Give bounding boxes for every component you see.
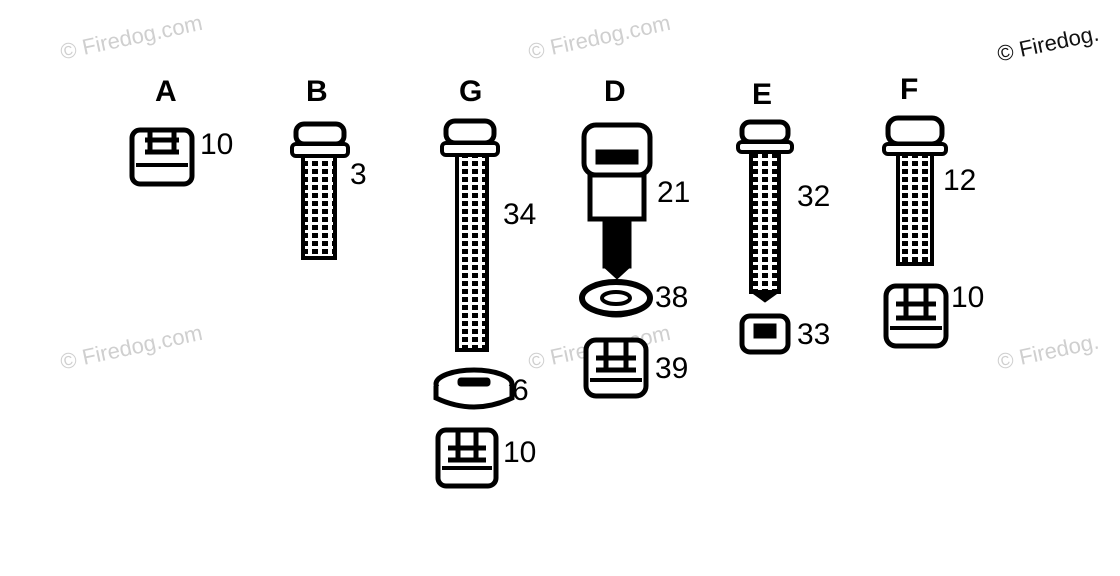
- part-number: 3: [350, 158, 367, 191]
- nut-icon: [883, 283, 949, 349]
- bolt-icon: [290, 121, 350, 260]
- part-number: 6: [512, 374, 529, 407]
- part-number: 34: [503, 198, 537, 231]
- long-bolt-icon: [440, 118, 500, 352]
- group-letter-g: G: [459, 75, 483, 108]
- part-number: 10: [951, 281, 985, 314]
- washer-icon: [433, 367, 515, 410]
- bolt-icon: [882, 115, 948, 266]
- group-letter-b: B: [306, 75, 328, 108]
- group-letter-f: F: [900, 73, 919, 106]
- part-number: 10: [200, 128, 234, 161]
- part-number: 12: [943, 164, 977, 197]
- part-number: 32: [797, 180, 831, 213]
- part-number: 39: [655, 352, 689, 385]
- group-letter-e: E: [752, 78, 773, 111]
- part-number: 21: [657, 176, 691, 209]
- nut-icon: [435, 427, 499, 489]
- part-number: 38: [655, 281, 689, 314]
- group-letter-a: A: [155, 75, 177, 108]
- lock-washer-icon: [579, 279, 653, 318]
- nut-icon: [129, 127, 195, 187]
- part-number: 10: [503, 436, 537, 469]
- stud-icon: [581, 122, 653, 280]
- nut-icon: [583, 337, 649, 399]
- group-letter-d: D: [604, 75, 626, 108]
- bolt-icon: [736, 119, 794, 303]
- part-number: 33: [797, 318, 831, 351]
- small-nut-icon: [739, 313, 791, 355]
